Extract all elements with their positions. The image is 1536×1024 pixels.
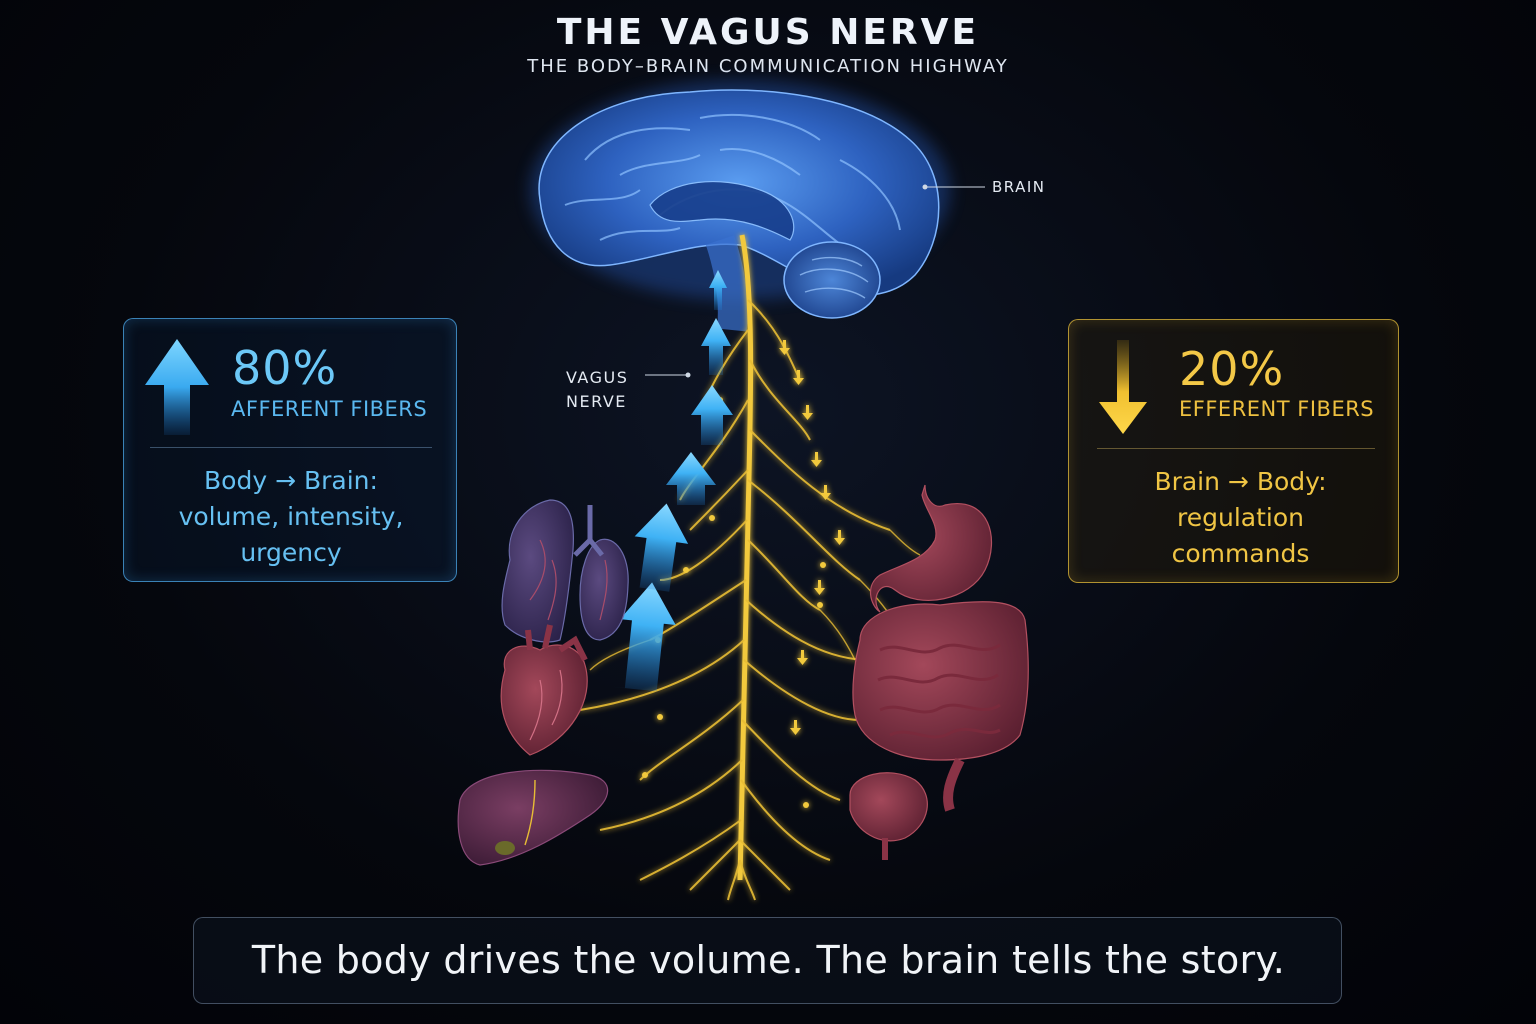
efferent-description: Brain → Body: regulation commands	[1069, 464, 1412, 572]
vagus-label-line1: VAGUS	[566, 368, 629, 387]
stomach-icon	[870, 484, 993, 613]
efferent-desc-line1: Brain → Body:	[1154, 467, 1327, 496]
brain-icon	[538, 89, 940, 332]
footer-text: The body drives the volume. The brain te…	[251, 938, 1286, 982]
afferent-desc-line2: volume, intensity,	[178, 502, 404, 531]
efferent-title: EFFERENT FIBERS	[1179, 397, 1375, 421]
efferent-percent: 20%	[1179, 342, 1285, 396]
efferent-card: 20% EFFERENT FIBERS Brain → Body: regula…	[1068, 319, 1399, 583]
afferent-desc-line3: urgency	[240, 538, 342, 567]
vagus-nerve-label: VAGUS NERVE	[566, 366, 628, 414]
brain-label-dot	[922, 184, 928, 190]
intestines-icon	[852, 601, 1029, 812]
afferent-desc-line1: Body → Brain:	[204, 466, 378, 495]
heart-icon	[500, 624, 588, 756]
vagus-label-line2: NERVE	[566, 392, 627, 411]
footer-banner: The body drives the volume. The brain te…	[193, 917, 1342, 1004]
efferent-arrows	[642, 340, 845, 808]
efferent-divider	[1097, 448, 1375, 449]
afferent-card: 80% AFFERENT FIBERS Body → Brain: volume…	[123, 318, 457, 582]
afferent-percent: 80%	[232, 341, 338, 395]
efferent-desc-line2: regulation	[1177, 503, 1304, 532]
bladder-icon	[849, 772, 928, 860]
vagus-label-dot	[685, 372, 691, 378]
afferent-title: AFFERENT FIBERS	[231, 397, 428, 421]
efferent-desc-line3: commands	[1171, 539, 1310, 568]
arrow-down-icon	[1099, 340, 1147, 434]
arrow-up-icon	[145, 339, 209, 435]
afferent-divider	[150, 447, 432, 448]
brain-label: BRAIN	[992, 178, 1046, 196]
page-subtitle: THE BODY–BRAIN COMMUNICATION HIGHWAY	[527, 56, 1009, 77]
afferent-arrows	[611, 270, 733, 692]
page-title: THE VAGUS NERVE	[556, 12, 980, 53]
lungs-icon	[501, 499, 629, 643]
liver-icon	[457, 769, 609, 866]
afferent-description: Body → Brain: volume, intensity, urgency	[124, 463, 458, 571]
